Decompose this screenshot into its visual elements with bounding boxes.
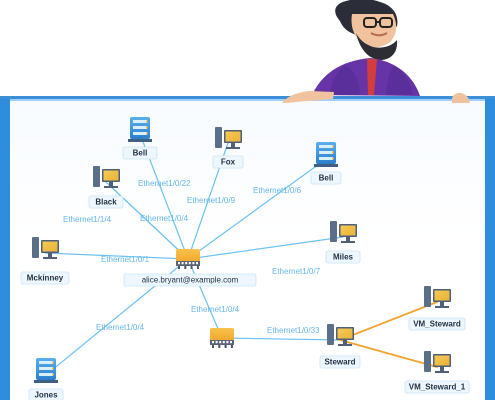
connection-line	[339, 339, 438, 368]
node-label-background	[310, 171, 342, 185]
node-label-background	[404, 380, 470, 394]
node-label: Mckinney	[27, 274, 64, 283]
server-icon	[34, 358, 58, 383]
computer-icon	[32, 237, 59, 259]
node-label: Fox	[221, 158, 236, 167]
computer-icon	[424, 286, 451, 308]
server-icon	[128, 117, 152, 142]
display-board	[0, 96, 495, 400]
network-node-vm-steward-1[interactable]: VM_Steward_1	[404, 351, 470, 394]
node-label-background	[123, 273, 257, 287]
node-label: VM_Steward_1	[409, 383, 466, 392]
node-label: Bell	[133, 149, 148, 158]
computer-icon	[327, 324, 354, 346]
computer-icon	[93, 166, 120, 188]
node-label-background	[212, 155, 244, 169]
connection-line	[44, 252, 189, 260]
network-node-mckinney[interactable]: Mckinney	[20, 237, 70, 285]
connection-line	[221, 337, 341, 341]
edge-label: Ethernet1/0/7	[272, 267, 321, 276]
switch-icon	[210, 328, 234, 348]
node-label-background	[88, 195, 124, 209]
edge-label: Ethernet1/0/9	[187, 196, 236, 205]
network-node-bell-right[interactable]: Bell	[310, 142, 342, 185]
computer-icon	[215, 127, 242, 149]
network-node-vm-steward[interactable]: VM_Steward	[408, 286, 466, 331]
node-label: VM_Steward	[413, 320, 461, 329]
network-node-fox[interactable]: Fox	[212, 127, 244, 169]
node-label: Jones	[34, 391, 58, 400]
node-label-background	[122, 146, 158, 160]
edge-label: Ethernet1/0/33	[267, 326, 320, 335]
node-label: Black	[95, 198, 117, 207]
network-node-switch2[interactable]	[210, 328, 234, 348]
connection-line	[187, 236, 344, 260]
network-node-miles[interactable]: Miles	[325, 221, 361, 264]
network-node-jones[interactable]: Jones	[28, 358, 64, 400]
node-label: Bell	[319, 174, 334, 183]
node-label: Miles	[333, 253, 354, 262]
edge-label: Ethernet1/1/4	[63, 215, 112, 224]
node-label-background	[325, 250, 361, 264]
node-label-background	[20, 271, 70, 285]
network-node-bell-top[interactable]: Bell	[122, 117, 158, 160]
computer-icon	[330, 221, 357, 243]
switch-icon	[176, 249, 200, 269]
server-icon	[314, 142, 338, 167]
network-node-black[interactable]: Black	[88, 166, 124, 209]
node-label-background	[319, 355, 361, 369]
node-label-background	[28, 388, 64, 400]
edge-label: Ethernet1/0/4	[191, 305, 240, 314]
connection-line	[187, 258, 223, 339]
network-node-steward[interactable]: Steward	[319, 324, 361, 369]
connection-line	[105, 181, 189, 260]
connection-line	[187, 158, 327, 260]
presenter-illustration	[282, 0, 470, 103]
edge-label: Ethernet1/0/4	[140, 214, 189, 223]
edge-label: Ethernet1/0/22	[138, 179, 191, 188]
edge-label: Ethernet1/0/1	[101, 255, 150, 264]
node-label-background	[408, 317, 466, 331]
computer-icon	[424, 351, 451, 373]
node-label: alice.bryant@example.com	[142, 276, 239, 285]
connection-line	[339, 301, 438, 341]
edge-label: Ethernet1/0/4	[96, 323, 145, 332]
edge-label: Ethernet1/0/6	[253, 186, 302, 195]
node-label: Steward	[324, 358, 355, 367]
network-node-alice[interactable]: alice.bryant@example.com	[123, 249, 257, 287]
